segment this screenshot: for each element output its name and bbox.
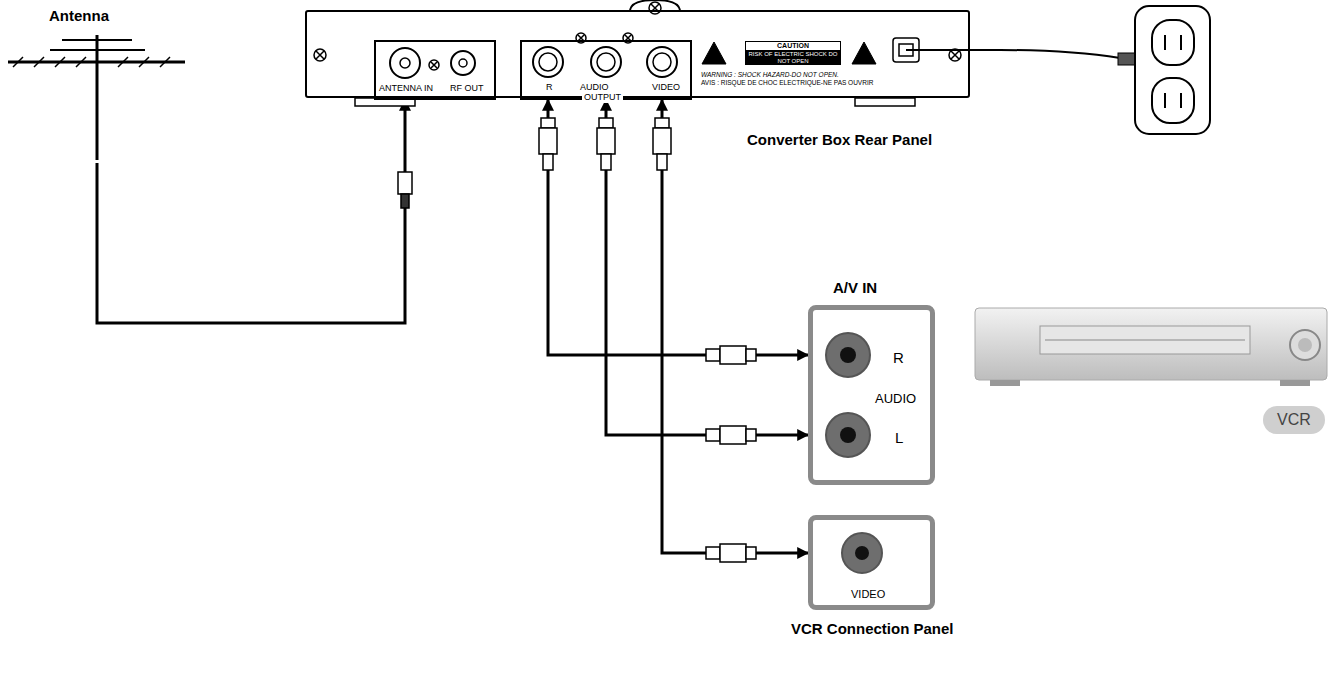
antenna-jack-group: ANTENNA IN RF OUT [374, 40, 496, 100]
group-label: OUTPUT [582, 93, 623, 103]
vcr-device [975, 308, 1327, 386]
output-jack-group: R AUDIO VIDEO OUTPUT [520, 40, 692, 100]
panel-heading: VCR Connection Panel [791, 621, 954, 638]
warning-text: WARNING : SHOCK HAZARD-DO NOT OPEN. [701, 71, 839, 78]
caution-heading: CAUTION [745, 41, 841, 50]
jack-label: VIDEO [851, 588, 885, 600]
antenna-node: Antenna [5, 8, 190, 163]
vcr-jacks [826, 333, 882, 573]
power-cord-outlet [906, 6, 1210, 134]
jack-label: L [895, 430, 903, 447]
jack-label: R [893, 350, 904, 367]
av-in-audio-panel: A/V INRAUDIOL [808, 305, 935, 485]
jack-label: RF OUT [450, 84, 484, 94]
jack-label: AUDIO [875, 392, 916, 406]
antenna-drawing [8, 35, 185, 160]
device-tag: VCR [1263, 406, 1325, 434]
jack-label: VIDEO [652, 83, 680, 93]
converter-rear-panel: Converter Box Rear PanelANTENNA INRF OUT… [305, 10, 970, 98]
converter-box-body [314, 0, 961, 106]
jack-label: AUDIO [580, 83, 609, 93]
antenna-label: Antenna [49, 8, 109, 25]
cable-connector [97, 100, 405, 323]
video-panel: VIDEOVCR Connection Panel [808, 515, 935, 610]
panel-heading: A/V IN [833, 280, 877, 297]
jack-label: ANTENNA IN [379, 84, 433, 94]
caution-text: RISK OF ELECTRIC SHOCK DO NOT OPEN [745, 50, 841, 65]
caution-label: CAUTIONRISK OF ELECTRIC SHOCK DO NOT OPE… [699, 38, 885, 98]
vcr-device: VCR [968, 300, 1333, 445]
warning-text: AVIS : RISQUE DE CHOC ELECTRIQUE-NE PAS … [701, 79, 881, 86]
jack-label: R [546, 83, 553, 93]
panel-heading: Converter Box Rear Panel [747, 132, 932, 149]
cable-connector [662, 100, 808, 553]
cable-plugs [398, 118, 756, 562]
cable-connector [606, 100, 808, 435]
